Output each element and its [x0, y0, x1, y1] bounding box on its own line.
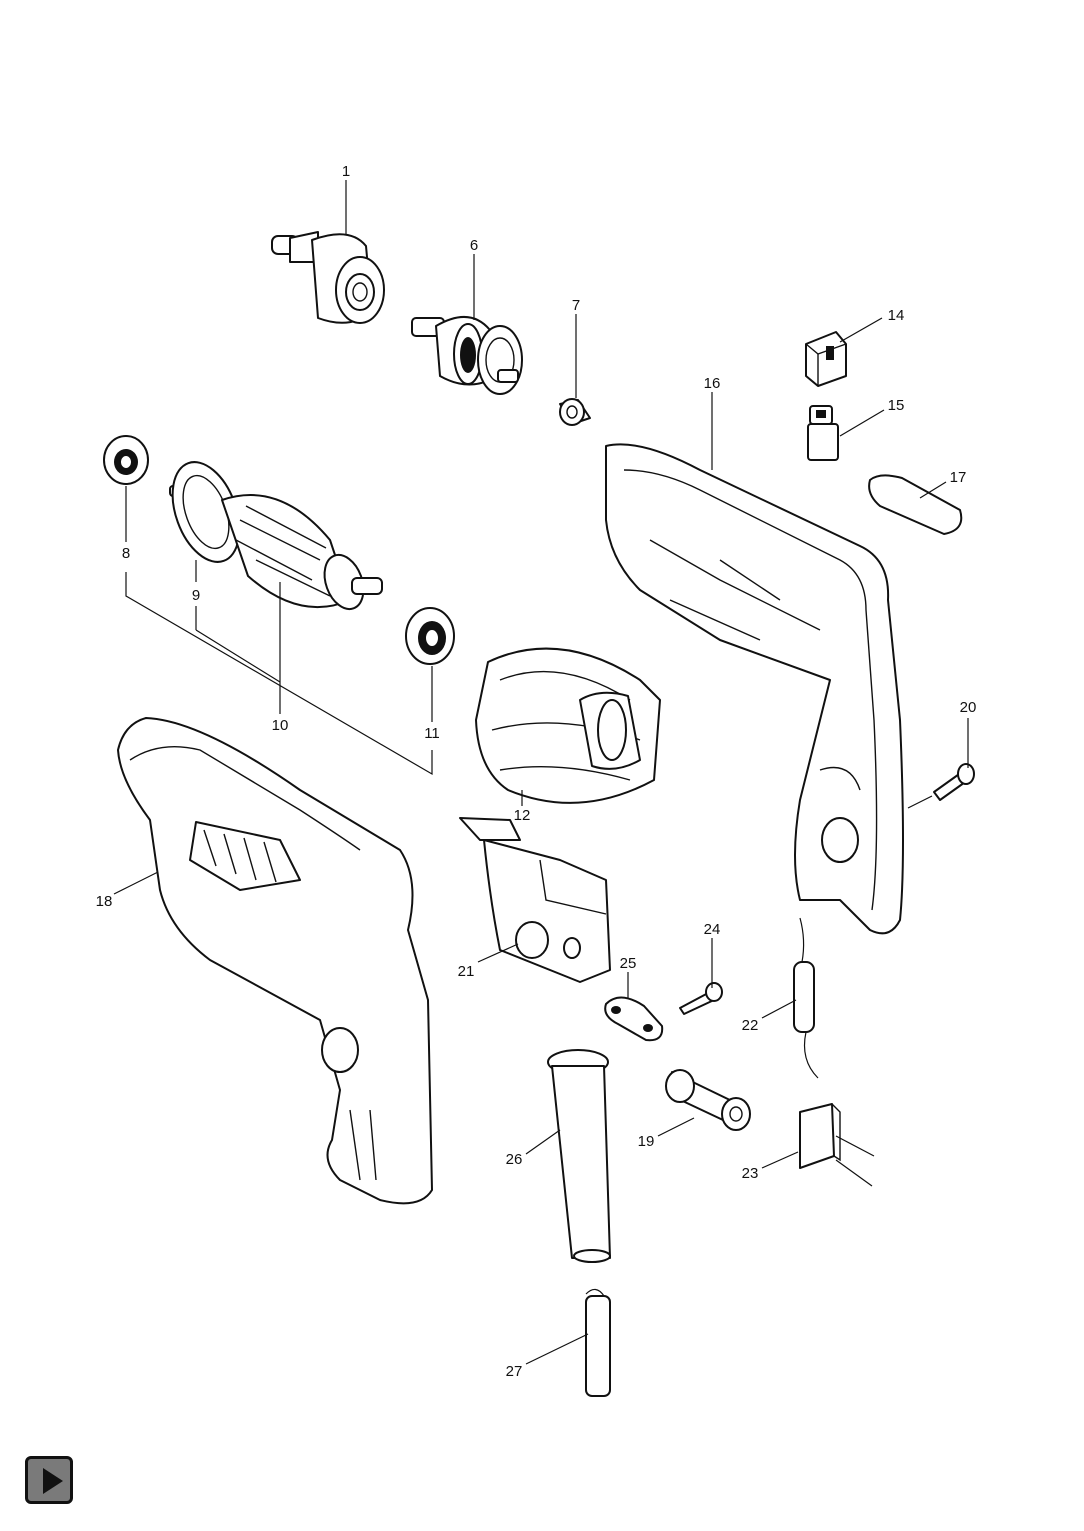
part-bearing-left — [103, 435, 149, 485]
part-housing-half — [605, 443, 904, 935]
part-label-23: 23 — [742, 1165, 759, 1182]
part-noise-suppressor — [793, 917, 819, 1079]
part-number-labels: 1 6 7 14 15 16 17 8 9 10 11 12 18 20 21 … — [96, 163, 977, 1380]
part-cord-clamp — [604, 996, 664, 1042]
part-cover-plate — [868, 474, 963, 535]
part-screw-24 — [679, 982, 723, 1015]
part-label-24: 24 — [704, 921, 721, 938]
part-label-10: 10 — [272, 717, 289, 734]
part-capacitor — [799, 1103, 875, 1187]
part-label-17: 17 — [950, 469, 967, 486]
part-label-25: 25 — [620, 955, 637, 972]
part-housing-assembled — [117, 717, 433, 1205]
part-label-16: 16 — [704, 375, 721, 392]
part-label-22: 22 — [742, 1017, 759, 1034]
part-brush-holder — [805, 331, 847, 387]
part-label-18: 18 — [96, 893, 113, 910]
part-label-6: 6 — [470, 237, 478, 254]
part-label-12: 12 — [514, 807, 531, 824]
part-label-15: 15 — [888, 397, 905, 414]
next-page-button[interactable] — [25, 1456, 73, 1504]
part-label-21: 21 — [458, 963, 475, 980]
part-spindle-gear — [411, 315, 523, 395]
part-label-27: 27 — [506, 1363, 523, 1380]
part-drill-chuck — [271, 231, 385, 324]
part-label-7: 7 — [572, 297, 580, 314]
play-triangle-icon — [43, 1468, 63, 1494]
part-label-8: 8 — [122, 545, 130, 562]
part-strain-relief — [547, 1049, 611, 1263]
part-label-20: 20 — [960, 699, 977, 716]
part-bearing-sleeve — [559, 398, 591, 426]
part-carbon-brush — [807, 405, 839, 461]
part-bearing-right — [405, 607, 455, 665]
part-screw-20 — [933, 763, 975, 801]
part-label-11: 11 — [424, 725, 440, 742]
part-label-19: 19 — [638, 1133, 655, 1150]
part-label-9: 9 — [192, 587, 200, 604]
part-label-1: 1 — [342, 163, 350, 180]
part-label-14: 14 — [888, 307, 905, 324]
leader-lines — [113, 180, 969, 1365]
part-sleeve-tube — [665, 1069, 751, 1131]
part-stator — [475, 647, 661, 804]
part-switch — [459, 817, 611, 983]
part-armature — [169, 461, 383, 611]
part-power-cord — [585, 1288, 611, 1397]
part-label-26: 26 — [506, 1151, 523, 1168]
